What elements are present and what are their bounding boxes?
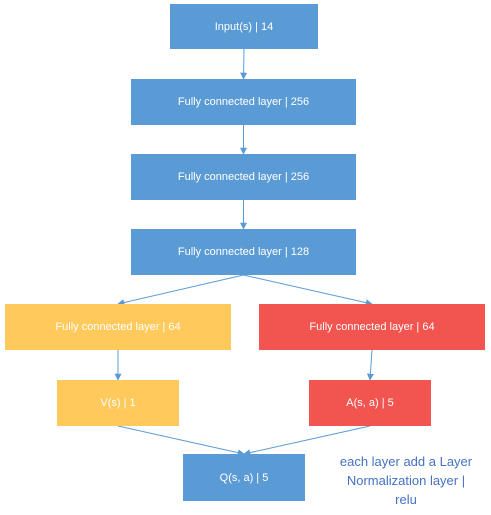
fc-256-node-2-label: Fully connected layer | 256 — [177, 171, 310, 183]
layer-note-line-1: each layer add a Layer — [339, 454, 473, 469]
edge-input-to-fc1 — [240, 48, 248, 80]
input-node: Input(s) | 14 — [170, 4, 318, 49]
edge-a-to-q — [243, 425, 371, 457]
value-fc-64-node-label: Fully connected layer | 64 — [55, 321, 181, 333]
advantage-output-node-label: A(s, a) | 5 — [346, 397, 394, 409]
input-node-label: Input(s) | 14 — [214, 20, 274, 33]
value-output-node-label: V(s) | 1 — [100, 397, 136, 409]
edge-v-to-q — [117, 425, 245, 457]
layer-note: each layer add a Layer Normalization lay… — [326, 452, 486, 509]
edge-fc3-to-fc_v — [117, 274, 244, 306]
value-output-node: V(s) | 1 — [57, 380, 179, 426]
fc-256-node-1-label: Fully connected layer | 256 — [177, 96, 310, 108]
layer-note-line-2: Normalization layer | — [346, 473, 466, 488]
q-output-node-label: Q(s, a) | 5 — [219, 471, 269, 484]
edge-fc_a-to-a — [366, 349, 374, 381]
fc-128-node: Fully connected layer | 128 — [131, 229, 356, 275]
advantage-fc-64-node-label: Fully connected layer | 64 — [309, 321, 435, 333]
fc-256-node-1: Fully connected layer | 256 — [131, 79, 356, 125]
edge-fc3-to-fc_a — [243, 274, 373, 307]
value-fc-64-node: Fully connected layer | 64 — [5, 304, 231, 350]
fc-128-node-label: Fully connected layer | 128 — [177, 246, 310, 258]
advantage-fc-64-node: Fully connected layer | 64 — [259, 304, 485, 350]
layer-note-line-3: relu — [395, 492, 417, 507]
fc-256-node-2: Fully connected layer | 256 — [131, 154, 356, 200]
q-output-node: Q(s, a) | 5 — [183, 454, 305, 501]
advantage-output-node: A(s, a) | 5 — [309, 380, 431, 426]
